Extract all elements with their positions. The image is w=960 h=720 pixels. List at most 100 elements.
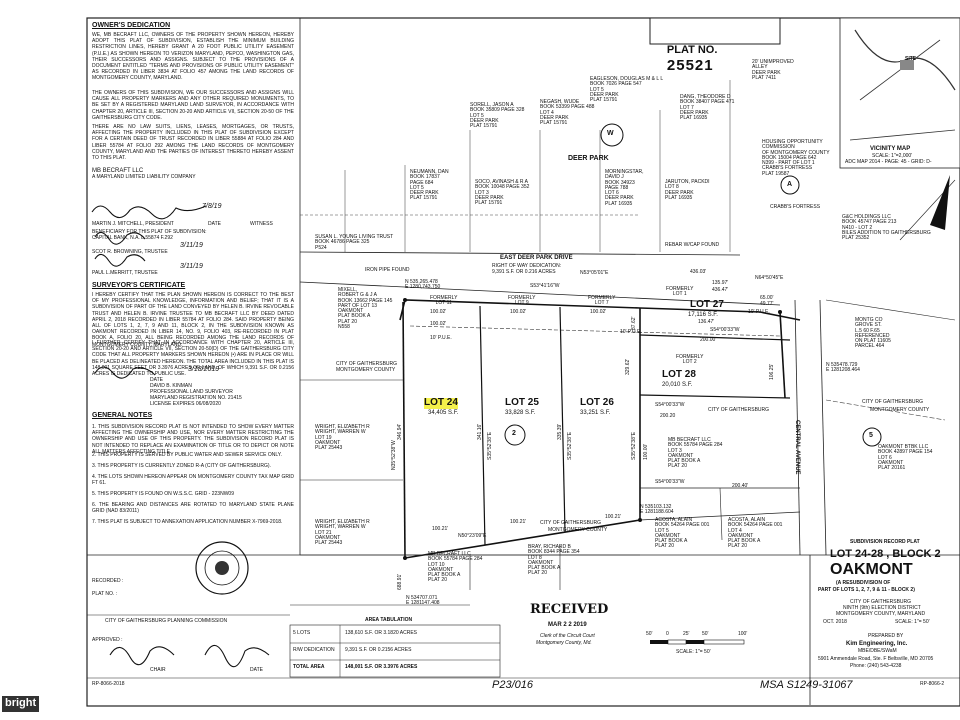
surveyor-text2: I FURTHER CERTIFY THAT IN ACCORDANCE WIT… <box>92 340 294 378</box>
surveyor-name: DAVID B. KINMAN <box>150 383 192 389</box>
note-2: 2. THIS PROPERTY IS SERVED BY PUBLIC WAT… <box>92 452 282 458</box>
bearing-3: S54°00'33"W <box>710 327 740 333</box>
owner-dang: DANG, THEODORE D BOOK 38407 PAGE 471 LOT… <box>680 94 735 121</box>
area-row-value-2: 9,391 S.F. OR 0.2156 ACRES <box>345 647 412 653</box>
bearing-11: N64°50'45"E <box>755 275 784 281</box>
received-line2: Montgomery County, Md. <box>536 640 592 646</box>
owners-company: MB BECRAFT LLC <box>92 168 144 174</box>
owners-markers-text: THE OWNERS OF THIS SUBDIVISION, WE OUR S… <box>92 90 294 121</box>
coord-1: N 535,265.478 E 1280,743.750 <box>405 279 441 291</box>
street-east-deer-park: EAST DEER PARK DRIVE <box>500 255 573 261</box>
title-date: OCT. 2018 <box>823 619 847 625</box>
signature-date-chair <box>204 644 270 668</box>
lot-26-name: LOT 26 <box>580 397 614 408</box>
street-central: CENTRAL AVENUE <box>794 420 800 475</box>
owner-becraft-3: MB BECRAFT LLC BOOK 55784 PAGE 284 LOT 3… <box>668 437 723 470</box>
firm-phone: Phone: (240) 543-4238 <box>850 663 902 669</box>
dim-3: 436.47' <box>712 287 729 293</box>
note-6: 6. THE BEARING AND DISTANCES ARE ROTATED… <box>92 502 294 515</box>
dim-13: 100.21' <box>510 519 527 525</box>
ref-top-left: RP-8066-2018 <box>92 681 125 687</box>
owner-montg-co: MONTG CO GROVE ST. L.5 60 F.65 REFERENCE… <box>855 317 891 350</box>
area-row-label-3: TOTAL AREA <box>293 664 325 670</box>
owner-negash: NEGASH, WUDE BOOK 53399 PAGE 488 LOT 4 D… <box>540 99 595 126</box>
dim-12: 100.21' <box>432 526 449 532</box>
owner-eagleson: EAGLESON, DOUGLAS M & L L BOOK 7026 PAGE… <box>590 76 664 103</box>
owner-becraft-10: MB BECRAFT LLC BOOK 55784 PAGE 284 LOT 1… <box>428 551 483 584</box>
county-label-3: MONTGOMERY COUNTY <box>870 407 930 413</box>
general-notes-heading: GENERAL NOTES <box>92 412 153 419</box>
vicinity-scale: SCALE: 1"=2,000' <box>872 153 913 159</box>
bearing-5: S54°00'33"W <box>655 479 685 485</box>
surveyor-text: I HEREBY CERTIFY THAT THE PLAN SHOWN HER… <box>92 292 294 348</box>
formerly-lot-2: FORMERLY LOT 2 <box>676 354 704 366</box>
scale-tick-2: 25' <box>683 631 690 637</box>
ref-bottom-right: RP-8066-2 <box>920 681 945 687</box>
street-crabbs: CRABB'S FORTRESS <box>770 204 821 210</box>
owner-alley: 20' UNIMPROVED ALLEY DEER PARK PLAT 7411 <box>752 59 794 81</box>
dim-8: 136.47' <box>698 319 715 325</box>
owners-witness-label: WITNESS <box>250 221 273 227</box>
bearing-2: S53°41'16"W <box>530 283 560 289</box>
dim-20: 65.00' <box>760 295 774 301</box>
firm-name: Kim Engineering, Inc. <box>846 641 908 647</box>
dim-11: 200.40' <box>732 483 749 489</box>
surveyor-heading: SURVEYOR'S CERTIFICATE <box>92 282 186 289</box>
owners-signer: MARTIN J. MITCHELL, PRESIDENT <box>92 221 174 227</box>
plat-number-label: PLAT NO. <box>666 43 718 56</box>
scale-tick-1: 0 <box>666 631 669 637</box>
plat-number: PLAT NO. 25521 <box>658 24 718 74</box>
coord-2: N 535478.729 E 1281208.464 <box>826 362 860 374</box>
title-county: MONTGOMERY COUNTY, MARYLAND <box>836 611 926 617</box>
pue-label-2: 10' P.U.E. <box>620 329 642 335</box>
surveyor-license: LICENSE EXPIRES 06/08/2020 <box>150 401 221 407</box>
bearing-1: N53°05'01"E <box>580 270 609 276</box>
lot-24-area: 34,405 S.F. <box>428 410 459 416</box>
row-dedication-value: 9,391 S.F. OR 0.216 ACRES <box>492 269 556 275</box>
owner-neumann: NEUMANN, DAN BOOK 17837 PAGE 684 LOT 5 D… <box>410 169 449 202</box>
trustee-browning: SCOT R. BROWNING, TRUSTEE <box>92 249 168 255</box>
vicinity-title: VICINITY MAP <box>870 146 911 152</box>
recorded-label: RECORDED : <box>92 578 124 584</box>
dim-21: 49.77' <box>760 301 774 307</box>
owner-gc-holdings: G&C HOLDINGS LLC BOOK 45747 PAGE 213 N41… <box>842 214 931 241</box>
plat-number-value: 25521 <box>666 56 714 74</box>
area-row-value-1: 138,610 S.F. OR 3.1820 ACRES <box>345 630 417 636</box>
owners-company-sub: A MARYLAND LIMITED LIABILITY COMPANY <box>92 174 196 180</box>
chair-date-label: DATE <box>250 667 263 673</box>
owner-sorell: SORELL, JASON A BOOK 35809 PAGE 328 LOT … <box>470 102 525 129</box>
formerly-lot-11: FORMERLY LOT 11 <box>430 295 458 307</box>
signature-merritt <box>94 253 146 267</box>
city-label-3: CITY OF GAITHERSBURG <box>862 399 924 405</box>
received-date: MAR 2 2 2019 <box>548 622 587 628</box>
bearing-9: S35°52'38"E <box>567 431 573 460</box>
owner-young: SUSAN L. YOUNG LIVING TRUST BOOK 46786 P… <box>315 234 394 251</box>
owner-morningstar: MORNINGSTAR, DAVID J BOOK 34923 PAGE 788… <box>605 169 644 207</box>
title-scale: SCALE: 1"= 50' <box>895 619 930 625</box>
bearing-8: S35°52'38"E <box>487 431 493 460</box>
signature-mitchell <box>91 205 207 220</box>
dim-1: 436.03' <box>690 269 707 275</box>
signature-kinman <box>94 366 156 379</box>
dim-7: 100.02' <box>430 321 447 327</box>
pue-label-3: 10' P.U.E. <box>748 309 770 315</box>
lot-28-area: 20,010 S.F. <box>662 382 693 388</box>
owners-hand-date3: 3/11/19 <box>180 263 203 270</box>
owner-soco: SOCO, AVINASH & R A BOOK 10048 PAGE 352 … <box>475 179 530 206</box>
trustee-merritt: PAUL L.MERRITT, TRUSTEE <box>92 270 158 276</box>
dim-15: 346.94' <box>397 423 403 440</box>
surveyor-title: PROFESSIONAL LAND SURVEYOR <box>150 389 233 395</box>
dim-5: 100.02' <box>510 309 527 315</box>
pue-label-1: 10' P.U.E. <box>430 335 452 341</box>
rebar-label: REBAR W/CAP FOUND <box>665 242 720 248</box>
owners-dedication-heading: OWNER'S DEDICATION <box>92 22 171 29</box>
surveyor-registration: MARYLAND REGISTRATION NO. 21415 <box>150 395 242 401</box>
title-lots: LOT 24-28 , BLOCK 2 <box>830 548 941 560</box>
area-heading: AREA TABULATION <box>365 617 413 623</box>
circle-2-label: 2 <box>512 430 516 437</box>
signature-browning <box>94 231 146 245</box>
vicinity-adc: ADC MAP 2014 - PAGE: 45 - GRID: D- <box>845 159 932 165</box>
prepared-label: PREPARED BY <box>868 633 904 639</box>
formerly-lot-1: FORMERLY LOT 1 <box>666 286 694 298</box>
plat-no-label: PLAT NO. : <box>92 591 118 597</box>
